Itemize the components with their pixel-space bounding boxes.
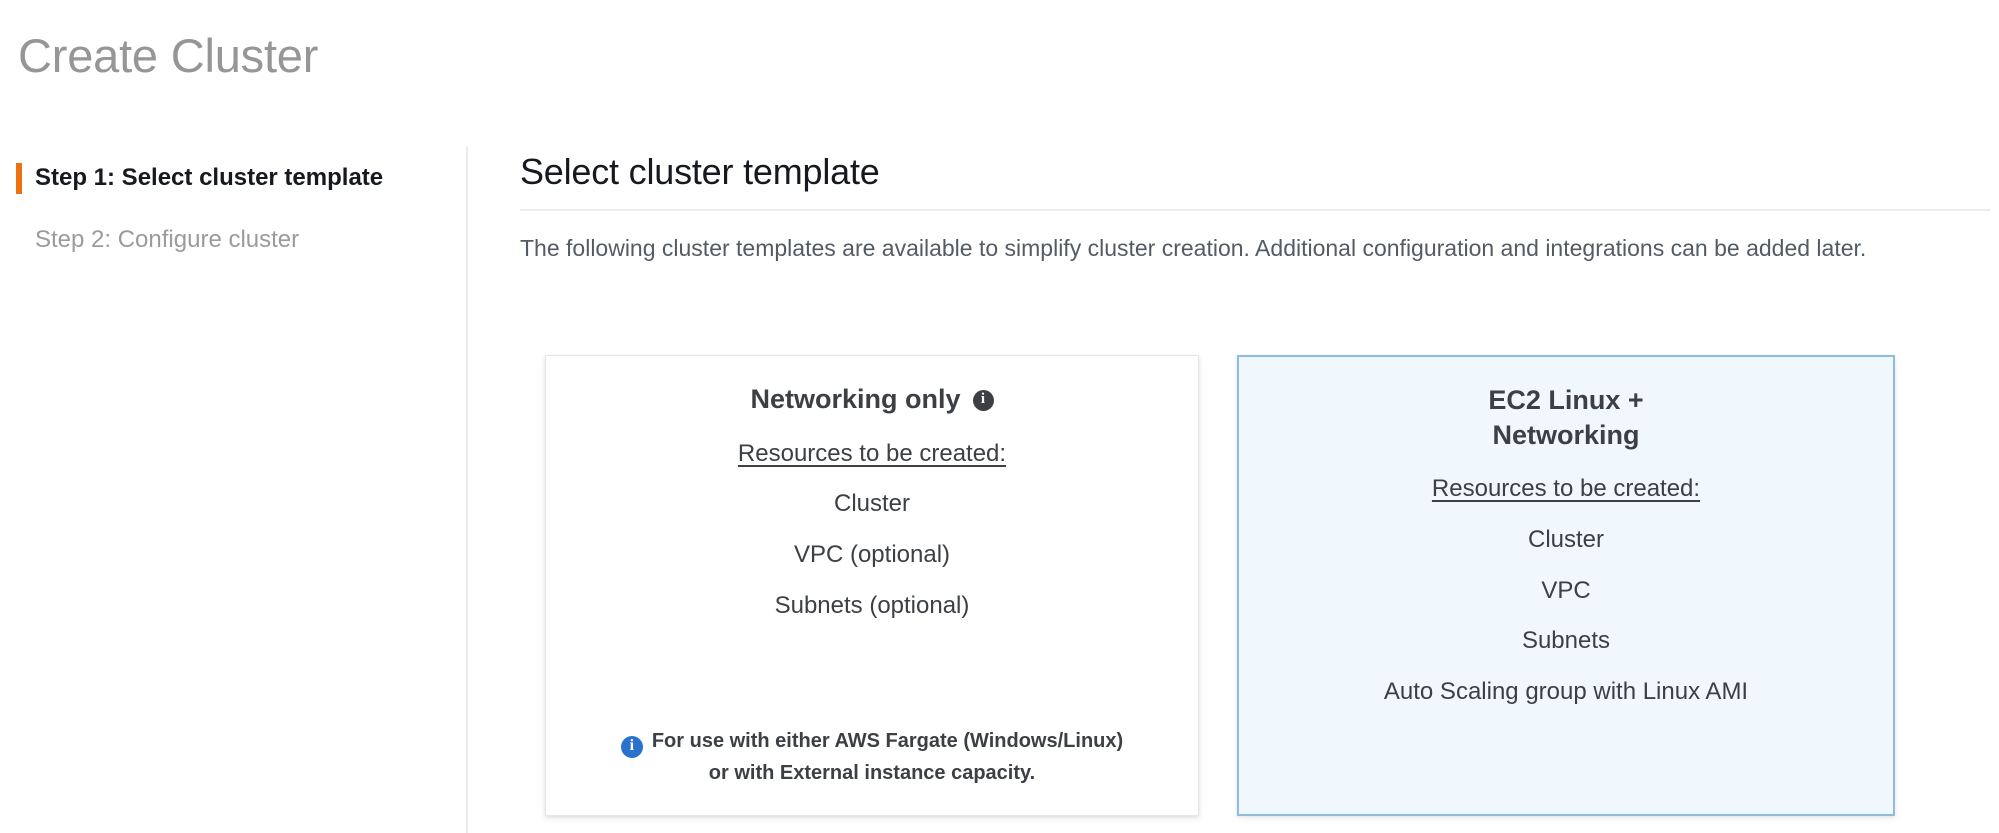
sidebar-step-2[interactable]: Step 2: Configure cluster xyxy=(0,226,466,255)
page-title: Create Cluster xyxy=(18,29,319,82)
list-item: VPC (optional) xyxy=(793,541,951,569)
section-title: Select cluster template xyxy=(520,151,880,192)
resources-label: Resources to be created: xyxy=(737,439,1007,467)
resource-list: Cluster VPC Subnets Auto Scaling group w… xyxy=(1239,504,1893,707)
section-divider xyxy=(520,209,1990,212)
card-title-networking-only: Networking only i xyxy=(750,382,994,417)
info-icon: i xyxy=(620,736,643,758)
list-item: VPC xyxy=(1541,576,1591,604)
card-title-text-line-2: Networking xyxy=(1492,419,1640,450)
cluster-template-card-list: Networking only i Resources to be create… xyxy=(545,355,1895,816)
list-item: Cluster xyxy=(1527,525,1605,553)
main-content: Select cluster template The following cl… xyxy=(520,150,1990,288)
list-item: Cluster xyxy=(833,490,911,518)
sidebar-step-1-label: Step 1: Select cluster template xyxy=(35,164,384,191)
info-icon[interactable]: i xyxy=(972,389,994,411)
cluster-template-card-networking-only[interactable]: Networking only i Resources to be create… xyxy=(545,355,1199,816)
resources-label: Resources to be created: xyxy=(1431,475,1701,503)
card-note: i For use with either AWS Fargate (Window… xyxy=(585,726,1159,789)
list-item: Subnets xyxy=(1521,627,1611,655)
sidebar-step-2-label: Step 2: Configure cluster xyxy=(35,225,300,253)
card-title-text: Networking only xyxy=(750,384,961,414)
card-title-text: EC2 Linux + xyxy=(1488,385,1644,415)
section-description: The following cluster templates are avai… xyxy=(520,235,1867,262)
resource-list: Cluster VPC (optional) Subnets (optional… xyxy=(546,468,1198,620)
card-note-line-2: or with External instance capacity. xyxy=(708,762,1036,784)
list-item: Auto Scaling group with Linux AMI xyxy=(1383,678,1749,706)
card-note-line-1: For use with either AWS Fargate (Windows… xyxy=(651,730,1124,752)
list-item: Subnets (optional) xyxy=(774,591,970,619)
sidebar-step-1[interactable]: Step 1: Select cluster template xyxy=(0,163,466,194)
cluster-template-card-ec2-linux-networking[interactable]: EC2 Linux + Networking Resources to be c… xyxy=(1237,355,1895,816)
wizard-step-sidebar: Step 1: Select cluster template Step 2: … xyxy=(0,146,468,833)
card-title-ec2-linux-networking: EC2 Linux + Networking xyxy=(1488,383,1643,452)
